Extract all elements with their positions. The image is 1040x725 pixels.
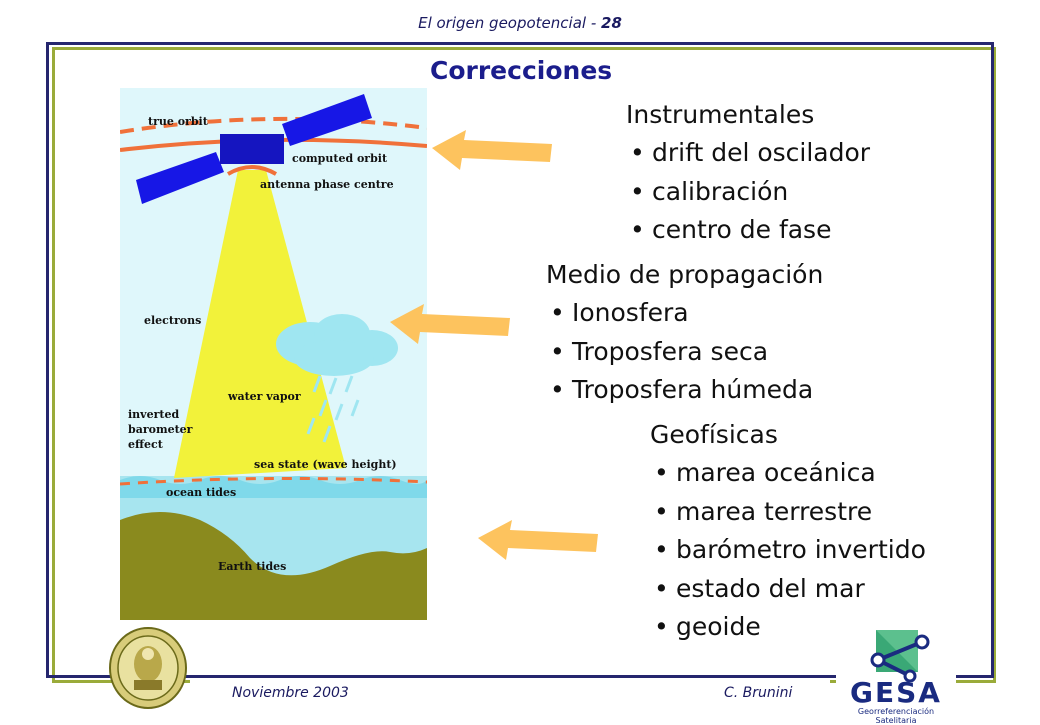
gesa-network-icon — [870, 630, 930, 683]
gesa-logo-name: GESA — [850, 676, 942, 709]
group-heading: Geofísicas — [650, 420, 778, 449]
group-geofisicas: Geofísicas •marea oceánica •marea terres… — [650, 416, 926, 647]
altimetry-diagram: true orbit computed orbit antenna phase … — [120, 88, 427, 620]
list-item: •estado del mar — [654, 573, 865, 603]
label-true-orbit: true orbit — [148, 115, 209, 128]
label-computed-orbit: computed orbit — [292, 152, 388, 165]
label-earth-tides: Earth tides — [218, 560, 286, 573]
label-water-vapor: water vapor — [227, 390, 301, 403]
list-item: •centro de fase — [630, 215, 832, 244]
university-seal-icon — [109, 627, 187, 709]
list-item: •Troposfera seca — [550, 336, 769, 366]
footer-date: Noviembre 2003 — [232, 685, 349, 701]
list-item: •drift del oscilador — [630, 138, 871, 167]
solar-panel-left — [136, 152, 224, 204]
gesa-logo-subtitle: Georreferenciación Satelitaria — [857, 707, 935, 725]
antenna-phase-arc — [226, 165, 278, 176]
gesa-logo — [836, 626, 956, 716]
group-instrumentales: Instrumentales •drift del oscilador •cal… — [626, 96, 870, 250]
list-item: •marea terrestre — [654, 496, 873, 526]
list-item: •marea oceánica — [654, 458, 876, 487]
group-heading: Instrumentales — [626, 100, 815, 129]
rain-icon — [306, 375, 360, 443]
radar-beam — [174, 170, 346, 478]
slide-frame-navy — [46, 42, 994, 678]
list-item: •calibración — [630, 176, 789, 206]
page-number: 28 — [601, 14, 622, 32]
group-heading: Medio de propagación — [546, 260, 824, 289]
footer-author: C. Brunini — [724, 685, 793, 701]
arrow-left-1 — [432, 130, 552, 170]
true-orbit-line — [120, 116, 427, 134]
slide-title: Correcciones — [430, 56, 613, 85]
list-item: •Troposfera húmeda — [550, 375, 814, 404]
label-inverted: inverted — [128, 408, 179, 421]
cloud-icon — [276, 314, 398, 376]
label-antenna-phase-centre: antenna phase centre — [260, 178, 394, 191]
label-effect: effect — [128, 438, 164, 451]
label-ocean-tides: ocean tides — [166, 486, 236, 499]
label-barometer: barometer — [128, 423, 193, 436]
solar-panel-right — [282, 94, 372, 146]
list-item: •geoide — [654, 612, 761, 641]
slide-header: El origen geopotencial - 28 — [0, 14, 1040, 32]
label-sea-state: sea state (wave height) — [254, 458, 397, 471]
list-item: •barómetro invertido — [654, 535, 926, 564]
list-item: •Ionosfera — [550, 298, 689, 327]
earth-ground — [120, 512, 427, 620]
footer-band — [190, 679, 830, 707]
arrow-left-3 — [478, 520, 598, 560]
label-electrons: electrons — [144, 314, 201, 327]
arrow-left-2 — [390, 304, 510, 344]
satellite-body — [220, 134, 284, 164]
header-text: El origen geopotencial - — [418, 14, 602, 32]
group-medio-propagacion: Medio de propagación •Ionosfera •Troposf… — [546, 256, 823, 410]
